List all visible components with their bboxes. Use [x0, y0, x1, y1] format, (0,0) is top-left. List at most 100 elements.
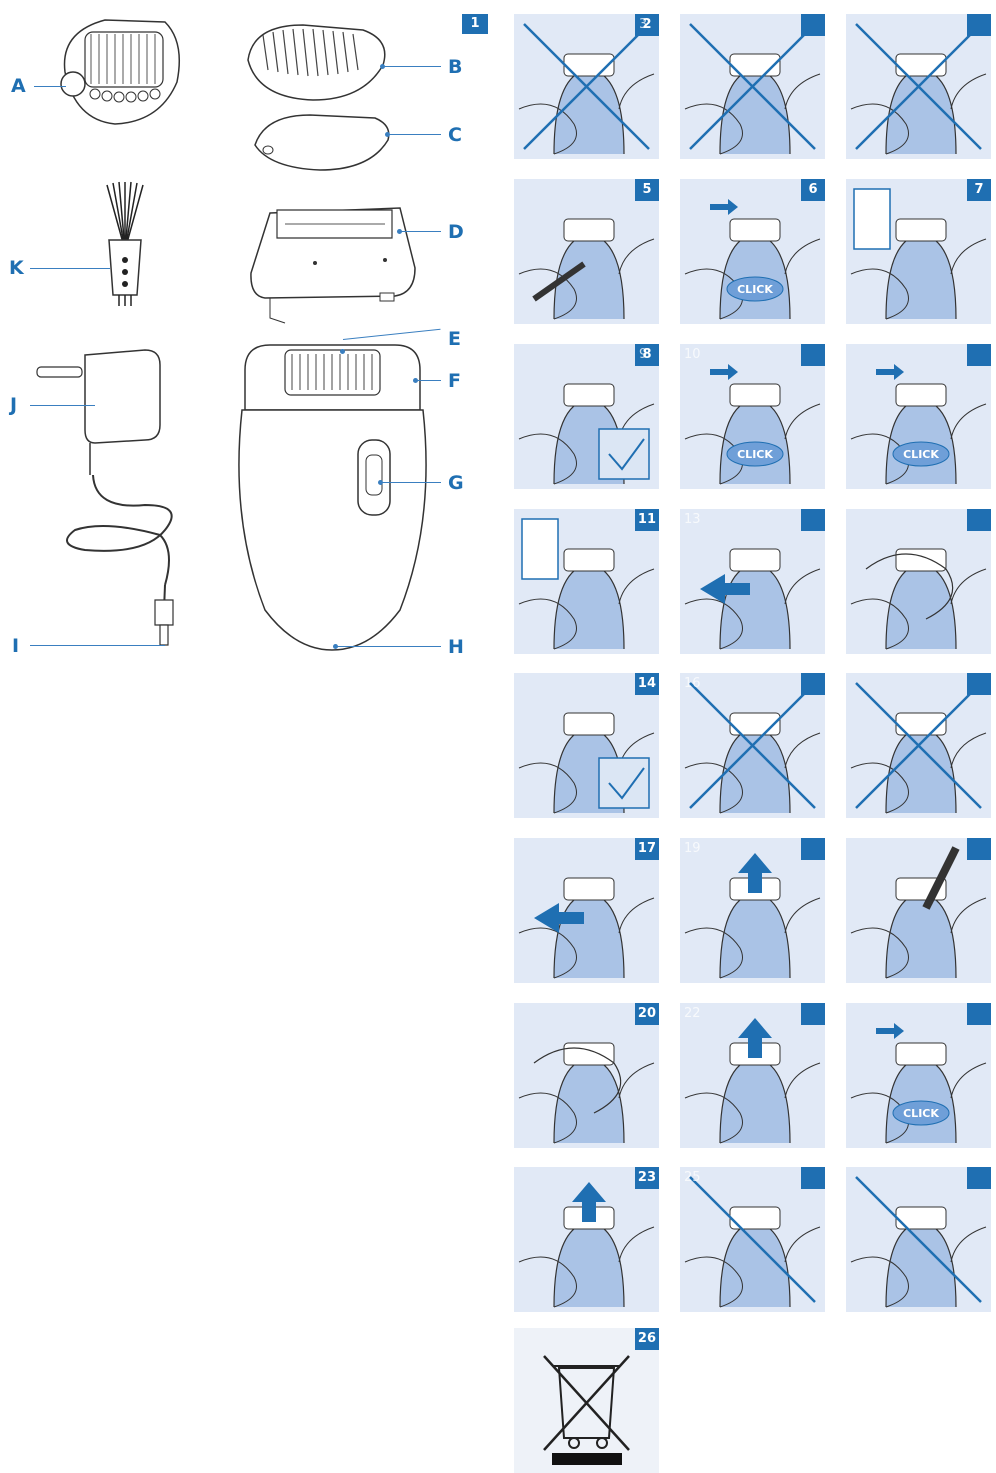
- leader-line-c: [388, 134, 441, 135]
- leader-line-e: [342, 328, 441, 340]
- panel-illustration: [518, 23, 655, 155]
- panel-illustration: [518, 518, 655, 650]
- instruction-panel: 19: [680, 838, 825, 983]
- panel-illustration: CLICK: [850, 364, 987, 485]
- panel-illustration: [684, 23, 821, 155]
- instruction-panel: CLICK 6: [680, 179, 825, 324]
- leader-dot-b: [380, 64, 385, 69]
- instruction-panel: [846, 14, 991, 159]
- step-number-badge: 5: [635, 179, 659, 201]
- instruction-panel: 5: [514, 179, 659, 324]
- leader-line-b: [383, 66, 441, 67]
- leader-dot-d: [397, 229, 402, 234]
- panel-illustration: [850, 188, 987, 320]
- step-number-badge: 23: [634, 1167, 659, 1189]
- step-number-faint: 3: [639, 17, 648, 32]
- label-e: E: [448, 328, 461, 350]
- step-number-badge: [967, 673, 991, 695]
- label-f: F: [448, 370, 461, 392]
- panel-illustration: [684, 548, 821, 650]
- step-number-faint: 25: [684, 1170, 701, 1185]
- panel-illustration: [518, 877, 655, 979]
- step-number-badge: [801, 673, 825, 695]
- comb-cap-icon: [243, 20, 393, 105]
- step-number-badge: 14: [634, 673, 659, 695]
- label-h: H: [448, 636, 464, 658]
- step-number-faint: 16: [684, 676, 701, 691]
- panel-illustration: [518, 1042, 655, 1144]
- panel-illustration: [850, 23, 987, 155]
- adapter-icon: [35, 345, 185, 655]
- instruction-panel: 26: [514, 1328, 659, 1473]
- panel-illustration: [850, 846, 987, 979]
- instruction-panel: 25: [680, 1167, 825, 1312]
- label-d: D: [448, 221, 464, 243]
- panel-illustration: CLICK: [684, 364, 821, 485]
- step-number-faint: 9: [639, 347, 648, 362]
- instruction-panel: CLICK: [846, 1003, 991, 1148]
- step-number-badge: 26: [634, 1328, 659, 1350]
- step-number-badge: [967, 838, 991, 860]
- leader-dot-e: [340, 349, 345, 354]
- step-number-faint: 13: [684, 512, 701, 527]
- step-number-badge: [967, 1167, 991, 1189]
- instruction-panel: [680, 14, 825, 159]
- leader-dot-c: [385, 132, 390, 137]
- panel-illustration: CLICK: [850, 1023, 987, 1144]
- step-number-badge: [801, 14, 825, 36]
- leader-dot-f: [413, 378, 418, 383]
- instruction-panel: 14: [514, 673, 659, 818]
- step-number-badge: 2: [635, 14, 659, 36]
- protection-cap-icon: [250, 110, 395, 175]
- svg-text:CLICK: CLICK: [903, 1107, 939, 1120]
- instruction-panel: 17: [514, 838, 659, 983]
- label-a: A: [11, 75, 26, 97]
- panel-illustration: [850, 682, 987, 814]
- instruction-panel: [846, 838, 991, 983]
- leader-line-h: [336, 646, 441, 647]
- step-number-badge: [967, 1003, 991, 1025]
- instruction-panel: CLICK 10: [680, 344, 825, 489]
- instruction-panel: 16: [680, 673, 825, 818]
- step-number-badge: [967, 509, 991, 531]
- svg-text:CLICK: CLICK: [737, 283, 773, 296]
- panel-illustration: [684, 1018, 821, 1144]
- step-number-badge: 11: [634, 509, 659, 531]
- step-number-badge: [801, 344, 825, 366]
- label-b: B: [448, 56, 463, 78]
- instruction-panel: [846, 673, 991, 818]
- shaving-head-icon: [245, 198, 420, 328]
- leader-line-g: [381, 482, 441, 483]
- step-number-badge: [801, 1003, 825, 1025]
- step-number-faint: 10: [684, 347, 701, 362]
- step-number-badge: 20: [634, 1003, 659, 1025]
- leader-line-k: [30, 268, 110, 269]
- step-number-badge: [801, 1167, 825, 1189]
- instruction-panel: 20: [514, 1003, 659, 1148]
- panel-illustration: [850, 548, 987, 650]
- label-g: G: [448, 472, 464, 494]
- step-one-badge: 1: [462, 14, 488, 34]
- instruction-panel: [846, 1167, 991, 1312]
- svg-text:CLICK: CLICK: [737, 448, 773, 461]
- label-i: I: [12, 635, 20, 657]
- brush-icon: [95, 180, 155, 310]
- label-c: C: [448, 124, 462, 146]
- step-number-badge: [801, 509, 825, 531]
- step-number-badge: 8: [635, 344, 659, 366]
- step-number-badge: 6: [801, 179, 825, 201]
- panel-illustration: [543, 1355, 630, 1465]
- panel-illustration: [518, 383, 655, 485]
- step-number-badge: [801, 838, 825, 860]
- instruction-panel: 7: [846, 179, 991, 324]
- leader-line-d: [400, 231, 441, 232]
- instruction-panel: 22: [680, 1003, 825, 1148]
- step-number-faint: 19: [684, 841, 701, 856]
- svg-text:CLICK: CLICK: [903, 448, 939, 461]
- leader-line-j: [30, 405, 95, 406]
- leader-line-i: [30, 645, 165, 646]
- panel-illustration: [684, 682, 821, 814]
- leader-line-a: [34, 86, 66, 87]
- leader-line-f: [416, 380, 441, 381]
